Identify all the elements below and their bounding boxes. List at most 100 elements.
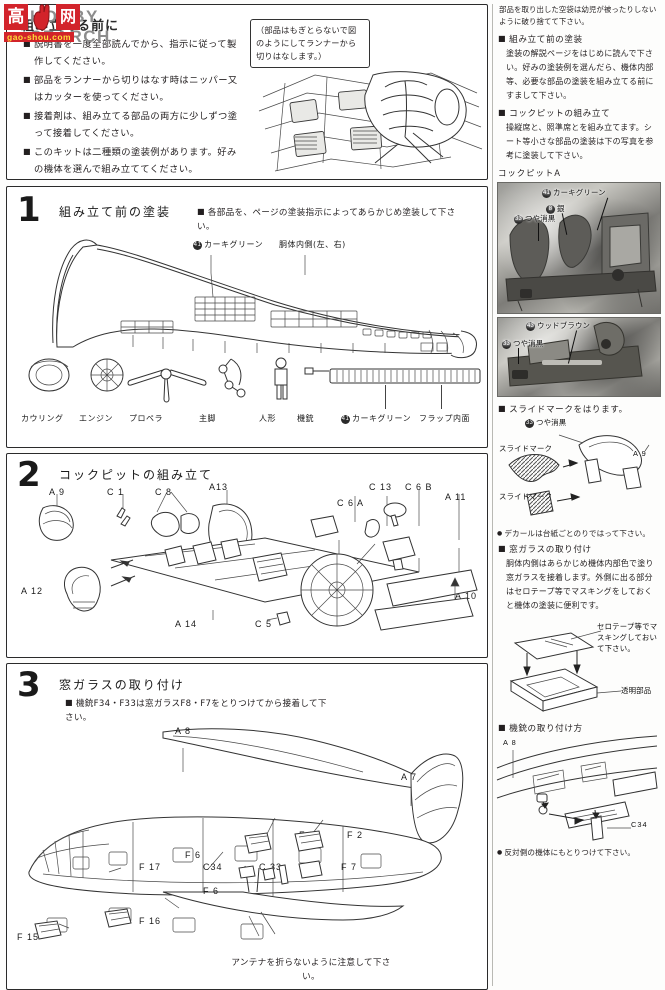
rc-body-painting: 塗装の解説ページをはじめに読んで下さい。好みの塗装例を選んだら、機体内部等、必要… — [506, 49, 654, 100]
gun-label-A8: A 8 — [503, 738, 517, 747]
photo-b-leader — [518, 348, 519, 364]
part-label-F15: F 15 — [17, 932, 40, 942]
decal-label-slidemark-1: スライドマーク — [499, 444, 553, 453]
decal-label-slidemark-2: スライドマーク — [499, 492, 553, 501]
part-label-C6B: C 6 B — [405, 482, 433, 492]
decal-bullet: デカールは台紙ごとのりではって下さい。 — [497, 528, 660, 540]
intro-item: このキットは二種類の塗装例があります。好みの機体を選んで組み立ててください。 — [23, 143, 243, 178]
paint-chip: 41 — [542, 189, 551, 198]
step1-panel: 1 組み立て前の塗装 各部品を、ページの塗装指示によってあらかじめ塗装して下さい… — [6, 186, 488, 448]
step3-warning: アンテナを折らないように注意して下さい。 — [231, 958, 391, 982]
label-engine: エンジン — [79, 414, 113, 423]
rc-heading-cockpit: コックピットの組み立て — [497, 107, 660, 119]
decal-label-A9: A 9 — [633, 449, 647, 458]
paint-chip: 8 — [546, 205, 555, 214]
paint-chip: 33 — [525, 419, 534, 428]
part-label-F16: F 16 — [139, 916, 162, 926]
step3-panel: 3 窓ガラスの取り付け 機銃F34・F33は窓ガラスF8・F7をとりつけてから接… — [6, 663, 488, 990]
gun-label-C34: C34 — [631, 820, 648, 829]
rc-heading-painting: 組み立て前の塗装 — [497, 33, 660, 45]
step3-subtitle: 機銃F34・F33は窓ガラスF8・F7をとりつけてから接着して下さい。 — [65, 696, 335, 725]
intro-list: 説明書を一度全部読んでから、指示に従って製作してください。 部品をランナーから切… — [23, 35, 243, 179]
paint-chip: 33 — [514, 215, 523, 224]
part-label-C33: C 33 — [259, 862, 283, 872]
part-label-A12: A 12 — [21, 586, 44, 596]
intro-panel: 組み立てる前に 説明書を一度全部読んでから、指示に従って製作してください。 部品… — [6, 4, 488, 180]
part-label-C13-top: C 13 — [369, 482, 393, 492]
part-label-C8: C 8 — [155, 487, 173, 497]
gun-mount-art: A 8 C34 — [496, 735, 661, 844]
sprue-note: （部品はもぎとらないで図のようにしてランナーから切りはなします。） — [250, 19, 370, 68]
flap-inner-leader — [441, 385, 442, 409]
part-label-C6A: C 6 A — [337, 498, 365, 508]
part-label-A9: A 9 — [49, 487, 66, 497]
glass-label-masking: セロテープ等でマスキングしておいて下さい。 — [597, 622, 658, 653]
rc-heading-gun: 機銃の取り付け方 — [497, 722, 660, 734]
step3-title: 窓ガラスの取り付け — [59, 678, 185, 692]
step1-subtitle: 各部品を、ページの塗装指示によってあらかじめ塗装して下さい。 — [197, 205, 467, 234]
flap-art — [329, 365, 481, 389]
label-main-gear: 主脚 — [199, 414, 216, 423]
label-cowling: カウリング — [21, 414, 64, 423]
intro-item: 接着剤は、組み立てる部品の両方に少しずつ塗って接着してください。 — [23, 107, 243, 142]
label-figure: 人形 — [259, 414, 276, 423]
intro-item: 説明書を一度全部読んでから、指示に従って製作してください。 — [23, 35, 243, 70]
photo-a-leader — [538, 223, 539, 241]
label-flap-inner: フラップ内面 — [419, 414, 470, 423]
paint-chip: 41 — [193, 241, 202, 250]
fuselage-profile-art — [13, 225, 481, 375]
sprue-illustration — [255, 67, 483, 175]
paint-chip: 43 — [526, 322, 535, 331]
right-column: 部品を取り出した空袋は幼児が被ったりしないように破り捨てて下さい。 組み立て前の… — [492, 4, 661, 986]
rc-heading-glass: 窓ガラスの取り付け — [497, 543, 660, 555]
part-label-A10: A 10 — [455, 591, 478, 601]
part-label-F2: F 2 — [347, 830, 364, 840]
cockpit-assembly-art — [15, 490, 481, 648]
part-label-A14: A 14 — [175, 619, 198, 629]
part-label-F17: F 17 — [139, 862, 162, 872]
photo-a-caption: コックピットA — [498, 168, 561, 178]
step2-number: 2 — [17, 455, 41, 495]
part-label-F6a: F 6 — [185, 850, 202, 860]
part-label-A13: A13 — [209, 482, 229, 492]
rc-heading-decal: スライドマークをはります。 — [497, 403, 660, 415]
part-label-F6b: F 6 — [203, 886, 220, 896]
intro-item: 部品をランナーから切りはなす時はニッパー又はカッターを使ってください。 — [23, 71, 243, 106]
part-label-C1: C 1 — [107, 487, 125, 497]
rc-body-glass: 胴体内側はあらかじめ機体内部色で塗り窓ガラスを接着します。外側に出る部分はセロテ… — [506, 559, 654, 610]
part-label-C34: C34 — [203, 862, 223, 872]
step2-title: コックピットの組み立て — [59, 468, 214, 482]
label-fuselage-inner: 胴体内側(左、右) — [279, 240, 346, 249]
gun-bullet: 反対側の機体にもとりつけて下さい。 — [497, 847, 660, 859]
fuselage-half-art — [13, 722, 481, 982]
part-label-A11: A 11 — [445, 492, 467, 502]
part-label-A8: A 8 — [175, 726, 192, 736]
step1-title: 組み立て前の塗装 — [59, 205, 172, 219]
part-label-C5: C 5 — [255, 619, 273, 629]
label-propeller: プロペラ — [129, 414, 163, 423]
glass-parts-art — [235, 828, 375, 908]
rc-body-cockpit: 操縦席と、照準席とを組み立てます。シート等小さな部品の塗装は下の写真を参考に塗装… — [506, 123, 654, 160]
intro-heading: 組み立てる前に — [21, 19, 120, 34]
glass-masking-art: セロテープ等でマスキングしておいて下さい。 透明部品 — [497, 617, 661, 719]
step1-number: 1 — [17, 190, 41, 230]
part-label-A7: A 7 — [401, 772, 418, 782]
paint-chip: 33 — [502, 340, 511, 349]
parts-row-art — [19, 355, 329, 407]
part-label-F7: F 7 — [341, 862, 358, 872]
label-gun: 機銃 — [297, 414, 314, 423]
paint-chip: 41 — [341, 415, 350, 424]
flap-leader — [385, 385, 386, 409]
